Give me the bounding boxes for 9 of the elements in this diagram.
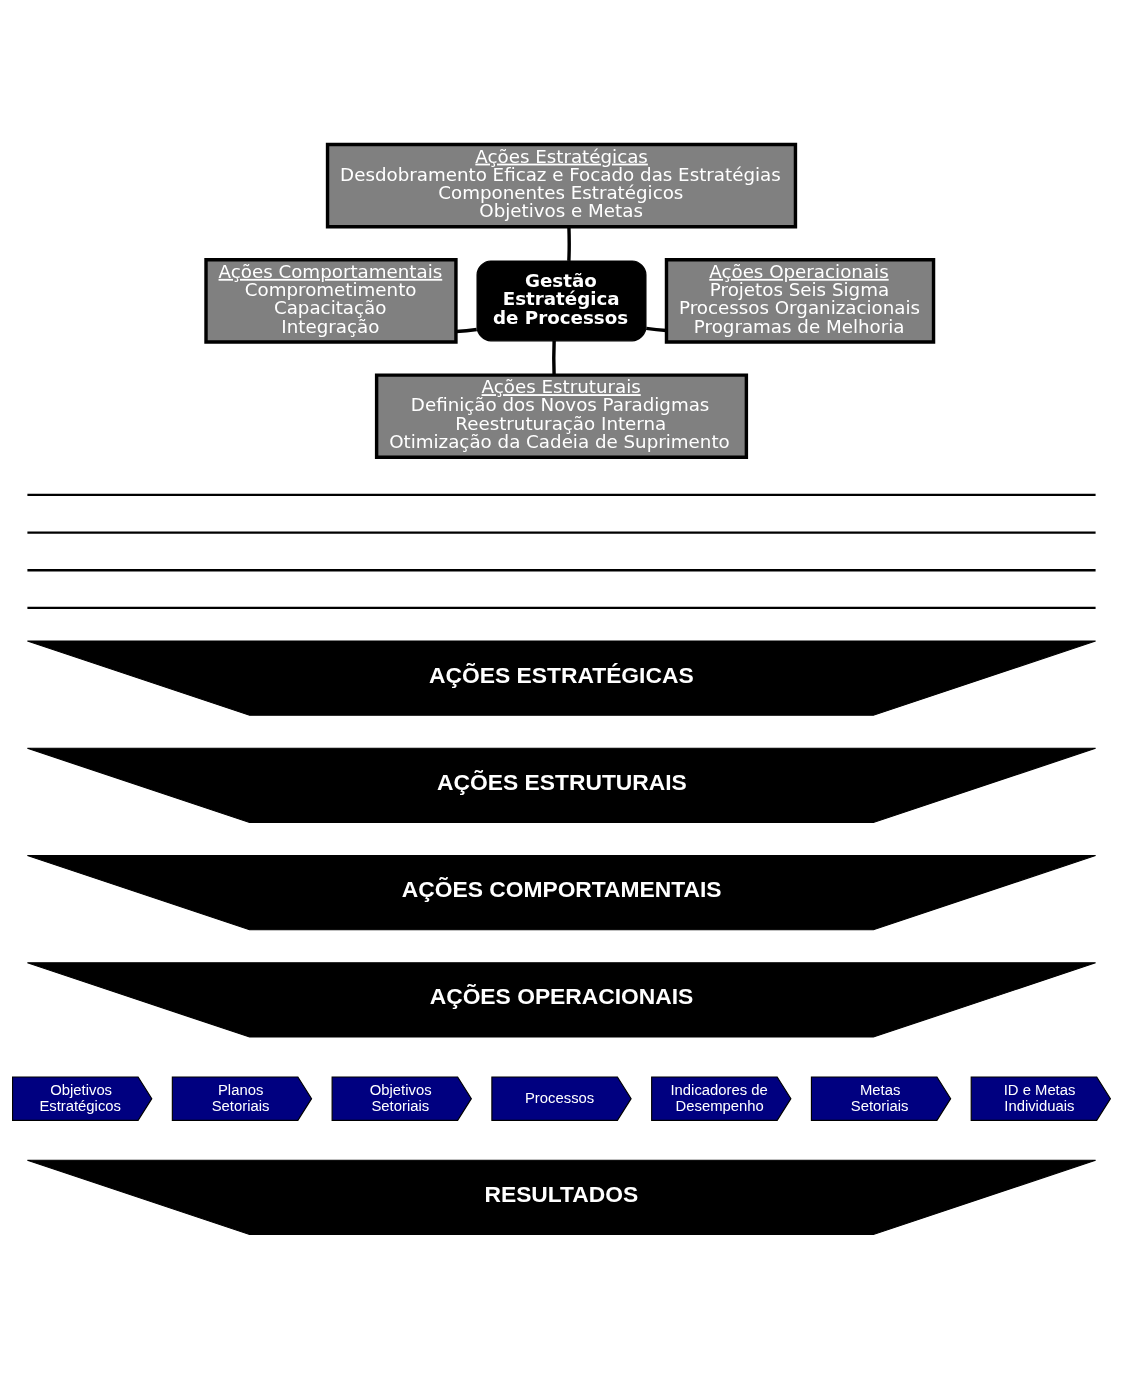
node-box: Ações Estratégicas Desdobramento Eficaz e Focado das Estratégias Componentes Estratégicos Objetivos e Metas [325,142,798,228]
node-box: Ações Operacionais Projetos Seis Sigma Processos Organizacionais Programas de Melhoria [664,257,936,344]
node-box: Ações Estruturais Definição dos Novos Paradigmas Reestruturação Interna Otimização da Cadeia de Suprimento [374,372,749,459]
connector [646,326,667,332]
connector [567,226,571,261]
node-box: Gestão Estratégica de Processos [476,259,647,341]
connector [456,327,477,333]
connector [552,340,556,375]
node-box: Ações Comportamentais Comprometimento Capacitação Integração [204,257,458,344]
